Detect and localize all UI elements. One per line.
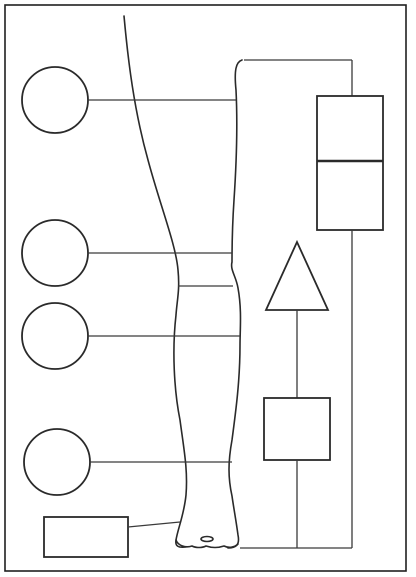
box-to-foot-connector (128, 522, 180, 527)
circle-1 (22, 67, 88, 133)
circle-2 (22, 220, 88, 286)
triangle (266, 242, 328, 310)
circle-3 (22, 303, 88, 369)
stacked-box (317, 96, 383, 230)
middle-box (264, 398, 330, 460)
leg-left-contour (124, 16, 187, 547)
toe-detail (201, 537, 213, 542)
leg-right-contour (228, 60, 242, 548)
bottom-left-box (44, 517, 128, 557)
circle-4 (24, 429, 90, 495)
